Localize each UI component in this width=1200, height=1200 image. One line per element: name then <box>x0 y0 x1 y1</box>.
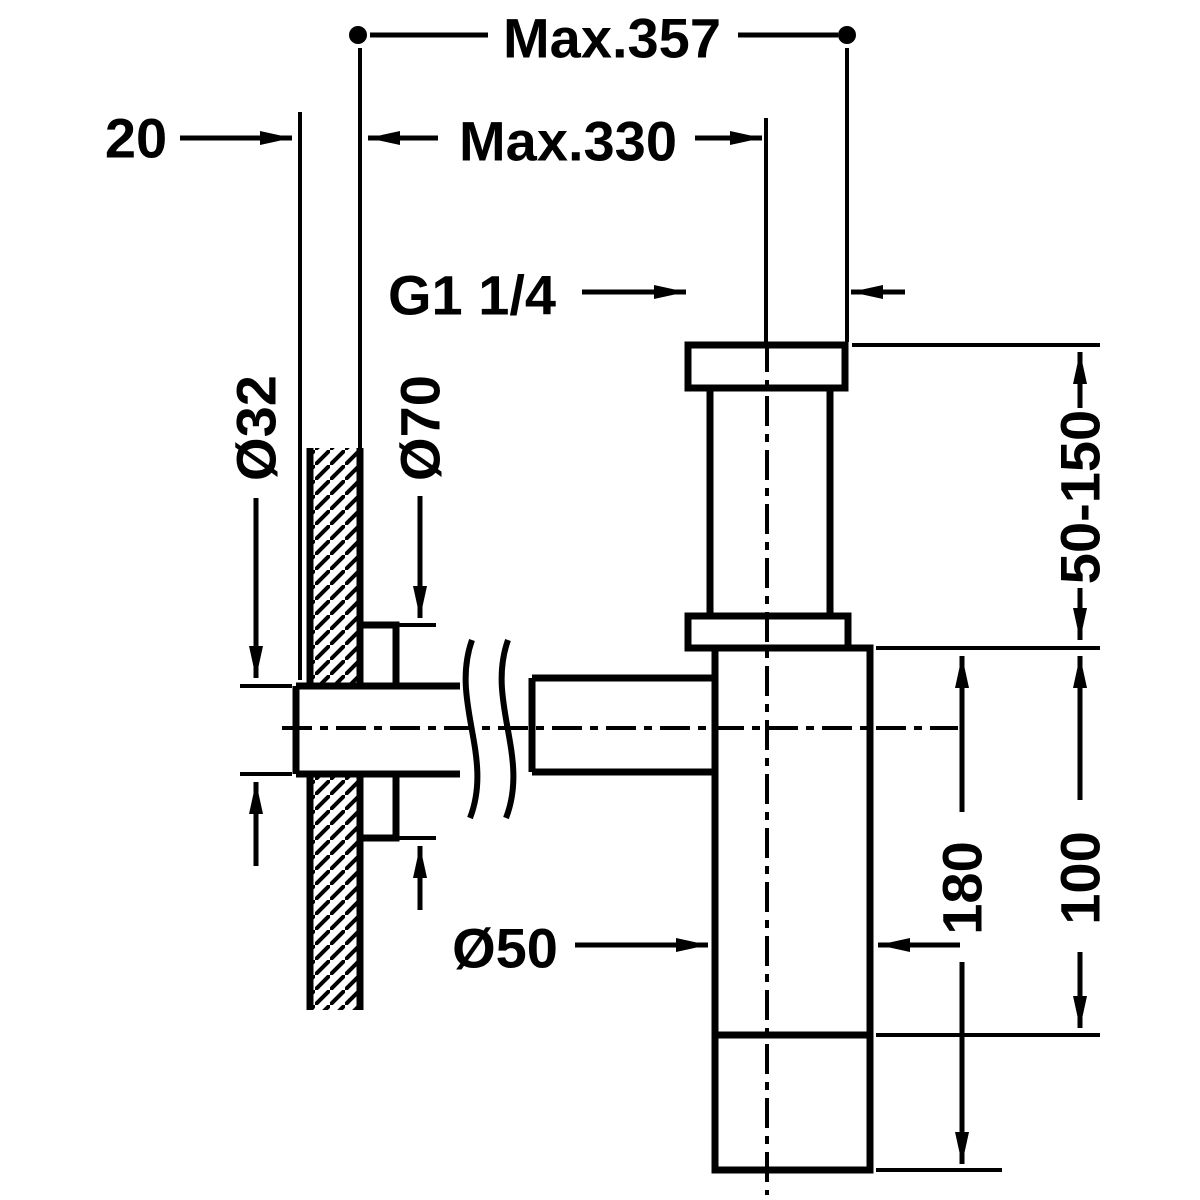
dimension-max330: Max.330 <box>368 110 762 173</box>
dimension-d70: Ø70 <box>389 375 452 910</box>
dimension-label-50-150: 50-150 <box>1049 410 1112 584</box>
dimension-label-max357: Max.357 <box>503 7 721 70</box>
trap-body <box>711 644 874 1174</box>
dimension-20: 20 <box>105 107 292 170</box>
dim-dot-left <box>349 26 367 44</box>
dimension-label-d32: Ø32 <box>225 375 288 481</box>
dimension-annotations: Max.357 20 Max.330 G1 1/4 Ø32 Ø70 <box>105 7 1112 1172</box>
dimension-180: 180 <box>931 656 994 1164</box>
dimension-thread: G1 1/4 <box>388 264 905 327</box>
dimension-d32: Ø32 <box>225 375 288 866</box>
dimension-label-20: 20 <box>105 107 167 170</box>
tailpiece-pipe <box>706 382 834 624</box>
dimension-label-100: 100 <box>1049 831 1112 924</box>
dimension-label-d50: Ø50 <box>452 917 558 980</box>
dimension-100: 100 <box>1049 656 1112 1028</box>
dimension-50-150: 50-150 <box>1049 352 1112 640</box>
dim-dot-right <box>838 26 856 44</box>
dimension-max357: Max.357 <box>349 7 856 70</box>
dimension-d50: Ø50 <box>452 917 960 980</box>
dimension-label-d70: Ø70 <box>389 375 452 481</box>
centerlines <box>282 342 958 1195</box>
bottle-trap <box>684 341 874 1174</box>
dimension-label-thread: G1 1/4 <box>388 264 556 327</box>
dimension-label-max330: Max.330 <box>459 110 677 173</box>
dimension-label-180: 180 <box>931 841 994 934</box>
